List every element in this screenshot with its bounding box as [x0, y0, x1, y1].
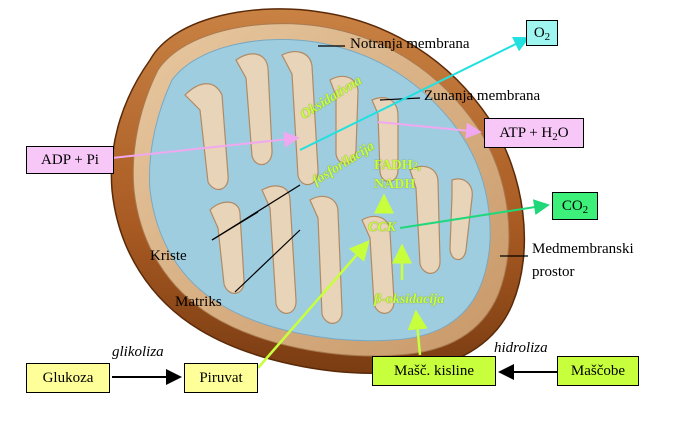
masc-kisline-box: Mašč. kisline	[372, 356, 496, 386]
atp-tail: O	[557, 124, 569, 141]
co2-arrow	[399, 199, 550, 229]
atp-arrow	[377, 121, 482, 139]
label-prostor: prostor	[532, 264, 575, 280]
kisline-arrow	[407, 309, 428, 356]
piruvat-box: Piruvat	[184, 363, 258, 393]
co2-subscript: 2	[582, 204, 589, 216]
label-leaders	[211, 45, 528, 293]
cristae	[184, 51, 473, 324]
piruvat-arrow	[257, 240, 370, 369]
label-hidroliza: hidroliza	[494, 340, 548, 356]
fadh-text: FADH	[374, 158, 413, 173]
co2-text: CO	[561, 197, 583, 214]
adp-arrow	[111, 131, 300, 159]
atp-text: ATP + H	[499, 124, 553, 141]
o2-subscript: 2	[544, 31, 551, 43]
glukoza-box: Glukoza	[26, 363, 110, 393]
label-zunanja-membrana: Zunanja membrana	[424, 88, 541, 104]
label-cck: CCK	[368, 220, 397, 235]
label-beta-oksidacija: β-oksidacija	[374, 292, 445, 307]
adp-box: ADP + Pi	[26, 146, 114, 174]
label-nadh: NADH	[374, 177, 416, 192]
label-kriste: Kriste	[150, 248, 187, 264]
label-glikoliza: glikoliza	[112, 344, 164, 360]
o2-arrow	[299, 36, 530, 151]
mascobe-box: Maščobe	[557, 356, 639, 386]
label-notranja-membrana: Notranja membrana	[350, 36, 470, 52]
fadh-subscript: 2	[412, 161, 418, 172]
label-medmembranski: Medmembranski	[532, 241, 634, 257]
label-fadh: FADH2,	[374, 158, 422, 173]
atp-subscript: 2	[552, 131, 558, 143]
label-matriks: Matriks	[175, 294, 222, 310]
o2-text: O	[533, 24, 545, 41]
